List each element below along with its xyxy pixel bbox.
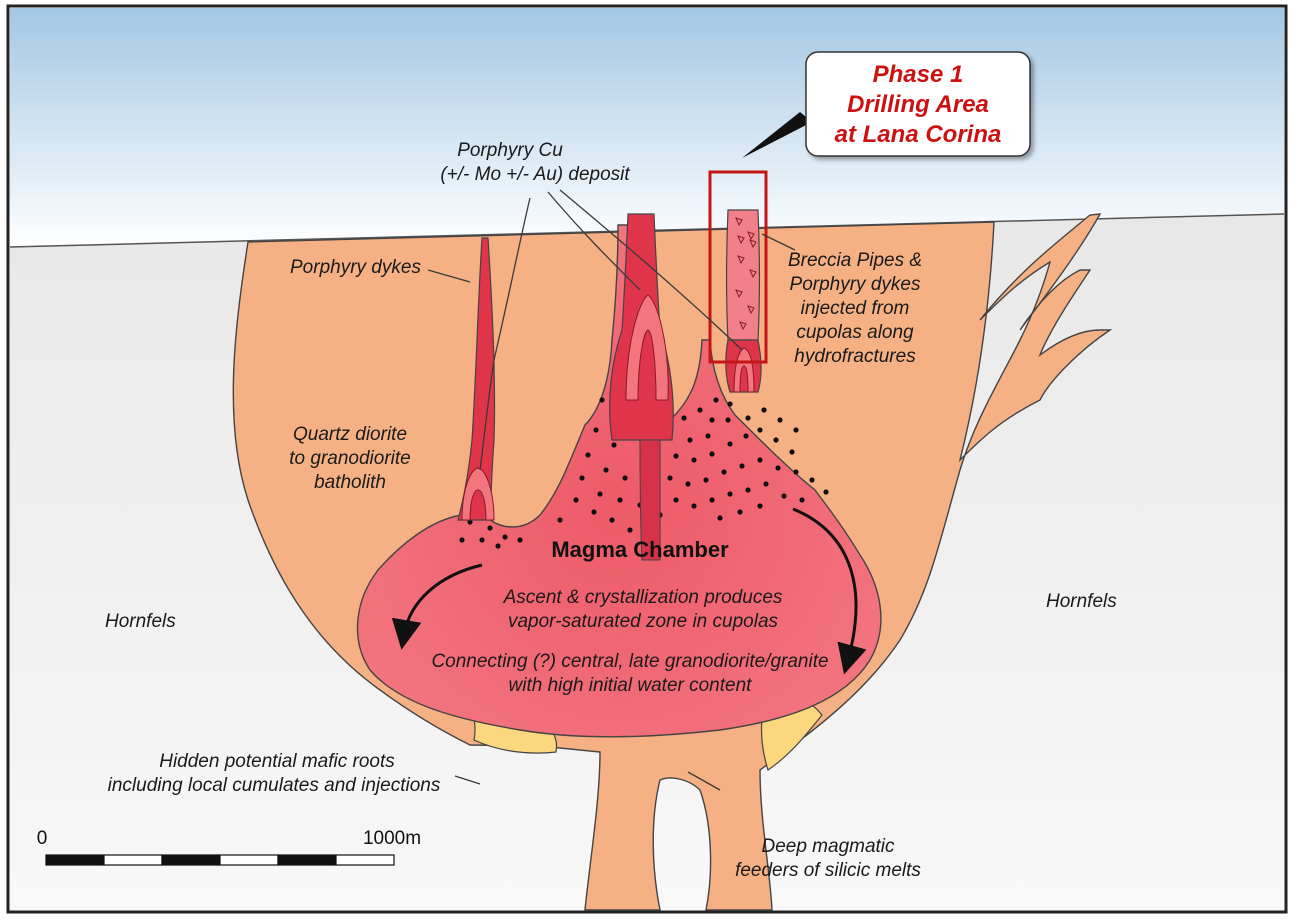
- label-porphyry-cu-2: (+/- Mo +/- Au) deposit: [440, 164, 630, 185]
- stipple-dot: [691, 503, 696, 508]
- stipple-dot: [627, 527, 632, 532]
- stipple-dot: [573, 497, 578, 502]
- stipple-dot: [743, 433, 748, 438]
- stipple-dot: [673, 497, 678, 502]
- stipple-dot: [727, 441, 732, 446]
- label-breccia-4: cupolas along: [796, 322, 914, 343]
- label-deep-feeders-2: feeders of silicic melts: [735, 860, 921, 881]
- stipple-dot: [777, 417, 782, 422]
- label-porphyry-cu-1: Porphyry Cu: [457, 140, 563, 161]
- stipple-dot: [727, 401, 732, 406]
- stipple-dot: [763, 481, 768, 486]
- stipple-dot: [585, 452, 590, 457]
- scale-segment: [46, 855, 104, 865]
- callout-line-1: Phase 1: [873, 61, 964, 88]
- stipple-dot: [709, 417, 714, 422]
- stipple-dot: [517, 537, 522, 542]
- stipple-dot: [495, 543, 500, 548]
- label-hornfels-right: Hornfels: [1046, 591, 1117, 612]
- stipple-dot: [557, 517, 562, 522]
- scale-segment: [104, 855, 162, 865]
- stipple-dot: [725, 417, 730, 422]
- stipple-dot: [597, 491, 602, 496]
- stipple-dot: [739, 463, 744, 468]
- label-mafic-roots-2: including local cumulates and injections: [108, 775, 441, 796]
- stipple-dot: [773, 437, 778, 442]
- stipple-dot: [622, 475, 627, 480]
- scale-start-label: 0: [37, 828, 48, 849]
- scale-segment: [220, 855, 278, 865]
- label-connecting-1: Connecting (?) central, late granodiorit…: [431, 651, 828, 672]
- stipple-dot: [617, 497, 622, 502]
- stipple-dot: [673, 453, 678, 458]
- stipple-dot: [685, 481, 690, 486]
- stipple-dot: [757, 427, 762, 432]
- scale-end-label: 1000m: [363, 828, 421, 849]
- stipple-dot: [757, 503, 762, 508]
- label-ascent-1: Ascent & crystallization produces: [503, 587, 783, 608]
- stipple-dot: [687, 437, 692, 442]
- callout-line-3: at Lana Corina: [835, 121, 1002, 148]
- label-magma-chamber: Magma Chamber: [551, 537, 729, 562]
- stipple-dot: [705, 433, 710, 438]
- label-porphyry-dykes: Porphyry dykes: [290, 257, 421, 278]
- stipple-dot: [459, 537, 464, 542]
- stipple-dot: [703, 477, 708, 482]
- stipple-dot: [721, 469, 726, 474]
- stipple-dot: [479, 537, 484, 542]
- stipple-dot: [775, 465, 780, 470]
- stipple-dot: [761, 407, 766, 412]
- stipple-dot: [713, 397, 718, 402]
- stipple-dot: [717, 515, 722, 520]
- stipple-dot: [593, 427, 598, 432]
- label-hornfels-left: Hornfels: [105, 611, 176, 632]
- stipple-dot: [809, 477, 814, 482]
- stipple-dot: [727, 491, 732, 496]
- stipple-dot: [579, 475, 584, 480]
- label-quartz-diorite-2: to granodiorite: [289, 448, 410, 469]
- sky: [10, 8, 1284, 248]
- label-ascent-2: vapor-saturated zone in cupolas: [508, 611, 779, 632]
- label-mafic-roots-1: Hidden potential mafic roots: [159, 751, 395, 772]
- stipple-dot: [799, 497, 804, 502]
- label-deep-feeders-1: Deep magmatic: [761, 836, 895, 857]
- stipple-dot: [603, 467, 608, 472]
- scale-segment: [336, 855, 394, 865]
- label-breccia-3: injected from: [801, 298, 910, 319]
- stipple-dot: [709, 497, 714, 502]
- stipple-dot: [789, 449, 794, 454]
- stipple-dot: [487, 525, 492, 530]
- stipple-dot: [591, 509, 596, 514]
- label-quartz-diorite-1: Quartz diorite: [293, 424, 407, 445]
- stipple-dot: [681, 415, 686, 420]
- stipple-dot: [709, 451, 714, 456]
- label-breccia-2: Porphyry dykes: [790, 274, 921, 295]
- label-connecting-2: with high initial water content: [509, 675, 753, 696]
- stipple-dot: [667, 475, 672, 480]
- stipple-dot: [599, 397, 604, 402]
- scale-segment: [162, 855, 220, 865]
- stipple-dot: [697, 407, 702, 412]
- stipple-dot: [793, 427, 798, 432]
- scale-bar-segments: [46, 855, 394, 865]
- label-breccia-5: hydrofractures: [794, 346, 916, 367]
- label-quartz-diorite-3: batholith: [314, 472, 386, 493]
- label-breccia-1: Breccia Pipes &: [788, 250, 922, 271]
- stipple-dot: [737, 509, 742, 514]
- stipple-dot: [611, 442, 616, 447]
- stipple-dot: [745, 487, 750, 492]
- scale-segment: [278, 855, 336, 865]
- stipple-dot: [502, 534, 507, 539]
- stipple-dot: [609, 517, 614, 522]
- stipple-dot: [745, 415, 750, 420]
- stipple-dot: [691, 457, 696, 462]
- stipple-dot: [757, 457, 762, 462]
- stipple-dot: [793, 469, 798, 474]
- callout-line-2: Drilling Area: [847, 91, 989, 118]
- stipple-dot: [781, 493, 786, 498]
- stipple-dot: [823, 489, 828, 494]
